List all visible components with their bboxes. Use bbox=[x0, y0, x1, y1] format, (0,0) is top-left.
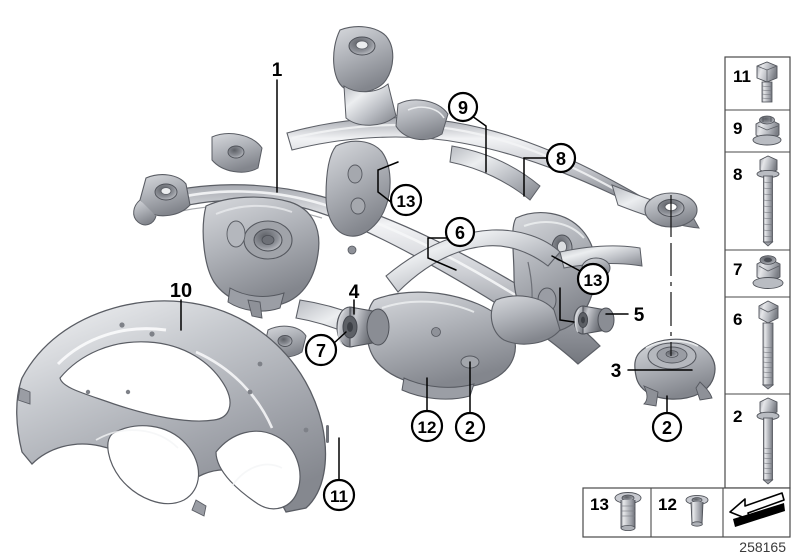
callout-6: 6 bbox=[444, 216, 476, 248]
part-reinforcement-plate bbox=[16, 300, 329, 517]
rivet-nut-small-icon bbox=[685, 494, 709, 527]
subframe-left-lug bbox=[133, 174, 191, 226]
callout-13-right-label: 13 bbox=[584, 271, 603, 290]
callout-13-right: 13 bbox=[576, 262, 610, 296]
callout-1: 1 bbox=[272, 60, 283, 81]
callout-circle bbox=[454, 411, 486, 443]
callout-circle bbox=[651, 411, 683, 443]
legend-7-label: 7 bbox=[733, 260, 742, 279]
callout-12-label: 12 bbox=[418, 418, 437, 437]
callout-5-label: 5 bbox=[634, 305, 645, 326]
callout-10: 10 bbox=[170, 280, 192, 302]
legend-8-label: 8 bbox=[733, 165, 742, 184]
hex-flange-bolt-long2-icon bbox=[756, 397, 780, 485]
legend-11-label: 11 bbox=[733, 67, 751, 86]
callout-4: 4 bbox=[349, 282, 360, 303]
legend-item-9[interactable]: 9 bbox=[733, 115, 782, 146]
callout-2-right-label: 2 bbox=[662, 418, 672, 438]
legend-2-label: 2 bbox=[733, 407, 742, 426]
leader-lines bbox=[180, 79, 693, 484]
callout-circle bbox=[444, 216, 476, 248]
callout-circle bbox=[304, 333, 338, 367]
hex-flange-bolt-long-icon bbox=[756, 155, 780, 247]
callout-12: 12 bbox=[410, 409, 444, 443]
legend-item-11[interactable]: 11 bbox=[733, 61, 778, 103]
part-bushing-small bbox=[573, 305, 615, 335]
hex-flange-bolt-medium-icon bbox=[758, 300, 779, 390]
part-rubber-mount bbox=[634, 338, 716, 407]
callout-2-right: 2 bbox=[651, 411, 683, 443]
legend-6-label: 6 bbox=[733, 310, 742, 329]
callout-11-label: 11 bbox=[330, 487, 348, 506]
callout-11: 11 bbox=[322, 478, 356, 512]
callout-7: 7 bbox=[304, 333, 338, 367]
callout-8: 8 bbox=[545, 142, 577, 174]
callout-7-label: 7 bbox=[316, 341, 326, 361]
subframe-top-tower bbox=[333, 26, 397, 126]
callout-9: 9 bbox=[447, 91, 479, 123]
callout-10-label: 10 bbox=[170, 280, 192, 302]
subframe-lower-right-pad bbox=[490, 295, 561, 345]
callout-1-label: 1 bbox=[272, 60, 283, 81]
callout-5: 5 bbox=[634, 305, 645, 326]
legend-item-7[interactable]: 7 bbox=[733, 255, 784, 289]
callout-circle bbox=[410, 409, 444, 443]
rivet-nut-large-icon bbox=[614, 492, 642, 532]
subframe-upper-right-bracket bbox=[395, 99, 449, 141]
callout-4-label: 4 bbox=[349, 282, 360, 303]
hex-flange-bolt-short-icon bbox=[756, 61, 778, 103]
legend-item-12-bottom[interactable]: 12 bbox=[658, 494, 709, 527]
image-number: 258165 bbox=[739, 539, 786, 555]
callout-2-left: 2 bbox=[454, 411, 486, 443]
legend-9-label: 9 bbox=[733, 119, 742, 138]
callout-circle bbox=[545, 142, 577, 174]
callout-8-label: 8 bbox=[556, 149, 566, 169]
callout-circle bbox=[447, 91, 479, 123]
legend-13-label: 13 bbox=[590, 495, 609, 514]
legend-item-13-bottom[interactable]: 13 bbox=[590, 492, 642, 532]
legend-12-label: 12 bbox=[658, 495, 677, 514]
callout-circle bbox=[389, 183, 423, 217]
subframe-diff-housing-left bbox=[202, 196, 320, 319]
callout-9-label: 9 bbox=[458, 98, 468, 118]
callout-3: 3 bbox=[611, 361, 622, 382]
legend-item-6[interactable]: 6 bbox=[733, 300, 779, 390]
callout-13-upper: 13 bbox=[389, 183, 423, 217]
subframe-center-bracket bbox=[325, 140, 391, 255]
legend-panel-right: 11 9 bbox=[724, 56, 791, 489]
subframe-left-rear-lug bbox=[211, 133, 263, 173]
callout-6-label: 6 bbox=[455, 223, 465, 243]
part-bushing-large bbox=[336, 306, 390, 348]
callout-group: 1 9 8 13 6 13 10 bbox=[170, 60, 683, 512]
callout-circle bbox=[576, 262, 610, 296]
callout-13-upper-label: 13 bbox=[397, 192, 416, 211]
legend-item-2[interactable]: 2 bbox=[733, 397, 780, 485]
legend-item-8[interactable]: 8 bbox=[733, 155, 780, 247]
legend-panel-bottom: 13 12 bbox=[582, 487, 791, 555]
collar-nut-icon bbox=[752, 255, 784, 289]
callout-3-label: 3 bbox=[611, 361, 622, 382]
callout-circle bbox=[322, 478, 356, 512]
callout-2-left-label: 2 bbox=[465, 418, 475, 438]
direction-arrow-icon bbox=[729, 492, 785, 527]
hex-flange-nut-icon bbox=[752, 115, 782, 146]
